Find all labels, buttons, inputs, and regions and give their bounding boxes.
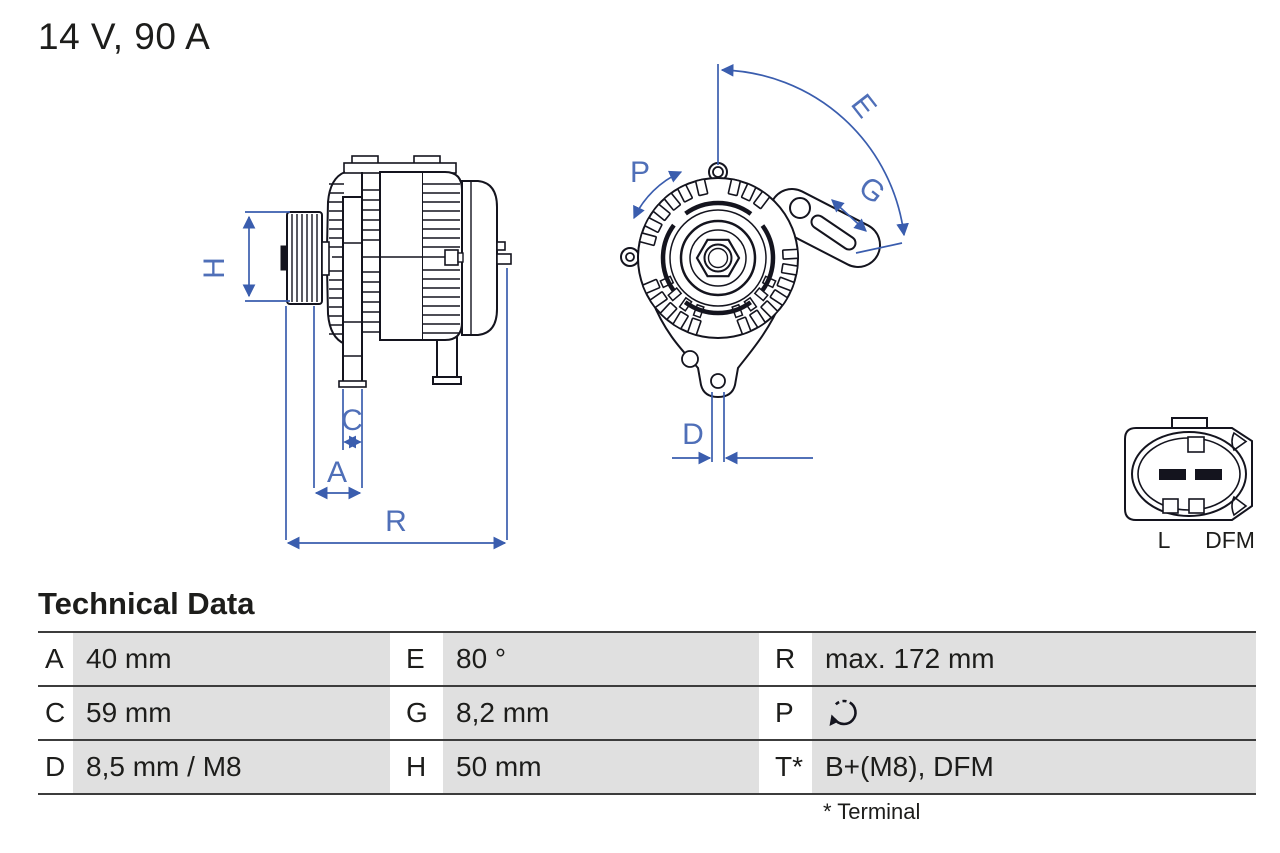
table-key: C [38,687,73,739]
table-value: 40 mm [73,633,390,685]
dim-label-a: A [327,456,347,489]
table-key: T* [759,741,812,793]
front-view-dimensions [633,63,909,465]
table-key: P [759,687,812,739]
page-title: 14 V, 90 A [38,16,211,57]
dim-label-g: G [852,170,891,210]
dim-label-e: E [844,88,882,124]
table-row: D 8,5 mm / M8 H 50 mm T* B+(M8), DFM [38,741,1256,795]
connector-diagram [1124,417,1253,521]
dim-arc-P [633,170,683,220]
table-value: 8,5 mm / M8 [73,741,390,793]
front-view-drawing [620,162,881,399]
dim-label-r: R [385,505,407,538]
table-key: A [38,633,73,685]
table-key: G [390,687,443,739]
table-value-rotation [812,687,1256,739]
table-key: H [390,741,443,793]
table-row: A 40 mm E 80 ° R max. 172 mm [38,633,1256,687]
table-row: C 59 mm G 8,2 mm P [38,687,1256,741]
connector-pin-dfm [1195,469,1222,480]
table-key: D [38,741,73,793]
table-value: 80 ° [443,633,759,685]
connector-label-l: L [1158,527,1171,553]
table-key: E [390,633,443,685]
table-key: R [759,633,812,685]
dim-label-h: H [198,257,231,279]
table-value: 8,2 mm [443,687,759,739]
section-title: Technical Data [38,586,255,621]
terminal-footnote: * Terminal [823,799,921,824]
dim-label-c: C [341,404,363,437]
table-value: max. 172 mm [812,633,1256,685]
dim-line-G [831,199,867,232]
dim-arc-E [720,63,909,237]
table-value: 50 mm [443,741,759,793]
connector-pin-l [1159,469,1186,480]
dim-label-d: D [682,418,704,451]
connector-label-dfm: DFM [1205,527,1255,553]
table-value: B+(M8), DFM [812,741,1256,793]
side-view-drawing [280,155,512,388]
clockwise-rotation-arrow-icon [829,699,857,726]
technical-data-table: A 40 mm E 80 ° R max. 172 mm C 59 mm G 8… [38,631,1256,795]
table-value: 59 mm [73,687,390,739]
side-view-dimensions [242,211,508,550]
technical-drawings: H C A R [198,63,1255,553]
dim-label-p: P [630,156,650,189]
